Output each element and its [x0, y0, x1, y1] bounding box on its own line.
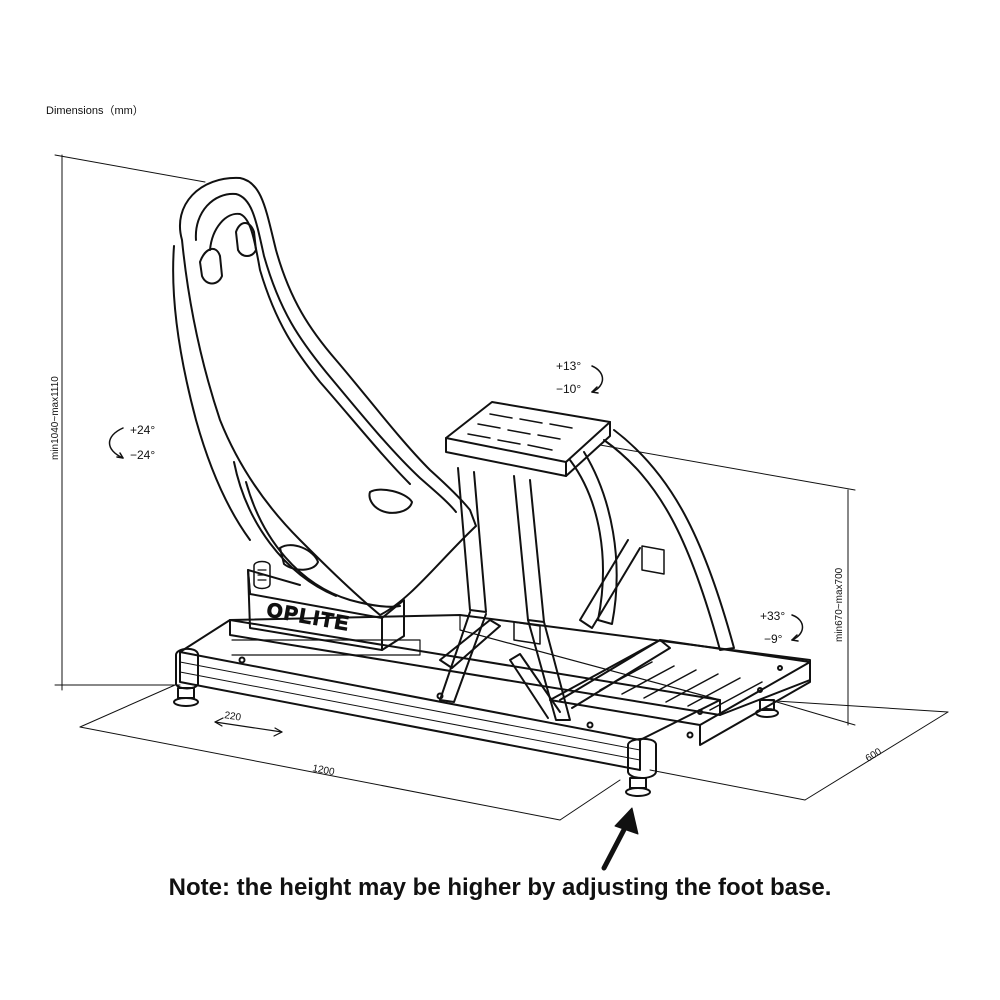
base-frame [175, 614, 811, 779]
pedal-angle-arc [791, 614, 804, 641]
wheel-angle-arrow-icon [591, 386, 599, 394]
pedal-angle-minus-label: −9° [764, 632, 783, 646]
seat-angle-arc [108, 427, 124, 459]
pedal-angle-arrow-icon [791, 634, 799, 642]
height-range-label: min1040~max1110 [50, 376, 61, 460]
seat-angle-plus-label: +24° [130, 423, 155, 437]
height-dimension-line [54, 154, 206, 691]
seat-angle-minus-label: −24° [130, 448, 155, 462]
length-label: 1200 [311, 763, 335, 778]
length-dimension-line [79, 684, 621, 821]
wheel-angle-plus-label: +13° [556, 359, 581, 373]
seat-slide-arrow [214, 717, 283, 737]
racing-seat [172, 176, 477, 616]
pedal-plate [549, 639, 811, 746]
seat-angle-arrow-icon [116, 452, 124, 459]
foot-base-front [625, 777, 651, 797]
wheel-height-range-label: min670~max700 [834, 567, 845, 642]
wheel-angle-minus-label: −10° [556, 382, 581, 396]
dimensions-title: Dimensions（mm） [46, 104, 144, 117]
foot-base-rear [173, 687, 199, 707]
note-arrow-icon [601, 807, 639, 871]
note-text: Note: the height may be higher by adjust… [168, 874, 832, 901]
wheel-height-dimension-line [599, 444, 856, 726]
pedal-angle-plus-label: +33° [760, 609, 785, 623]
wheel-angle-arc [591, 365, 604, 393]
width-dimension-line [649, 699, 949, 801]
seat-slide-label: 220 [224, 710, 243, 724]
seat-bracket [247, 560, 405, 651]
wheel-stand [439, 401, 735, 721]
width-label: 600 [864, 746, 884, 764]
